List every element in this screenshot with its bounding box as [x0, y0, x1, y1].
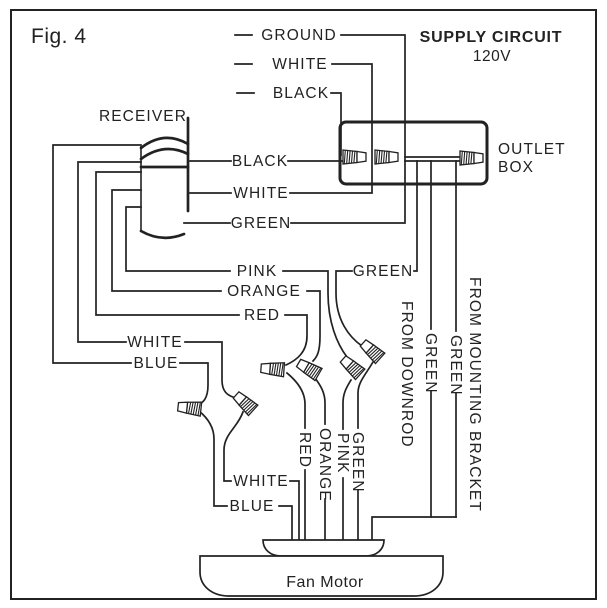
- label-white-left: WHITE: [127, 334, 182, 351]
- label-receiver: RECEIVER: [99, 108, 187, 125]
- label-supply-white: WHITE: [272, 56, 327, 73]
- label-fan-red: RED: [296, 432, 313, 468]
- label-fan-blue: BLUE: [230, 498, 275, 515]
- label-fan-green: GREEN: [349, 432, 366, 493]
- label-fan-orange: ORANGE: [316, 428, 333, 502]
- wires: [52, 34, 461, 541]
- fan-motor-hub: [262, 539, 385, 557]
- label-supply-ground: GROUND: [261, 27, 337, 44]
- diagram-border: [10, 9, 597, 600]
- supply-circuit-title: SUPPLY CIRCUIT: [420, 29, 563, 46]
- supply-voltage: 120V: [473, 48, 511, 65]
- fan-motor-body: [199, 555, 444, 597]
- wire-nut-pink: [337, 353, 366, 381]
- wire-nut-orange: [294, 356, 323, 382]
- outlet-box: [338, 120, 489, 186]
- label-receiver-green: GREEN: [231, 215, 292, 232]
- label-fan-pink: PINK: [334, 433, 351, 474]
- wire-nut-supply-black: [342, 149, 367, 165]
- label-outlet-box-line1: OUTLET: [498, 141, 566, 158]
- label-bracket-green: GREEN: [447, 335, 464, 396]
- label-downrod-green: GREEN: [422, 333, 439, 394]
- label-receiver-white: WHITE: [233, 185, 288, 202]
- wire-nut-blue: [176, 399, 203, 417]
- receiver-body: [139, 116, 190, 240]
- wire-nut-supply-ground: [459, 150, 484, 166]
- label-green-jumper: GREEN: [353, 263, 414, 280]
- label-red: RED: [244, 307, 280, 324]
- label-from-mounting-bracket: FROM MOUNTING BRACKET: [466, 277, 483, 512]
- wire-nut-white: [230, 389, 259, 417]
- label-from-downrod: FROM DOWNROD: [398, 301, 415, 448]
- label-fan-white: WHITE: [233, 473, 288, 490]
- figure-label: Fig. 4: [31, 25, 87, 48]
- wire-nut-red: [259, 360, 286, 378]
- label-blue-left: BLUE: [134, 355, 179, 372]
- label-receiver-black: BLACK: [232, 153, 288, 170]
- label-fan-motor: Fan Motor: [286, 574, 364, 591]
- label-supply-black: BLACK: [273, 85, 329, 102]
- label-orange: ORANGE: [227, 283, 301, 300]
- label-pink: PINK: [237, 263, 278, 280]
- wire-nut-green: [357, 337, 386, 365]
- label-outlet-box-line2: BOX: [498, 159, 534, 176]
- wire-nut-supply-white: [374, 149, 399, 165]
